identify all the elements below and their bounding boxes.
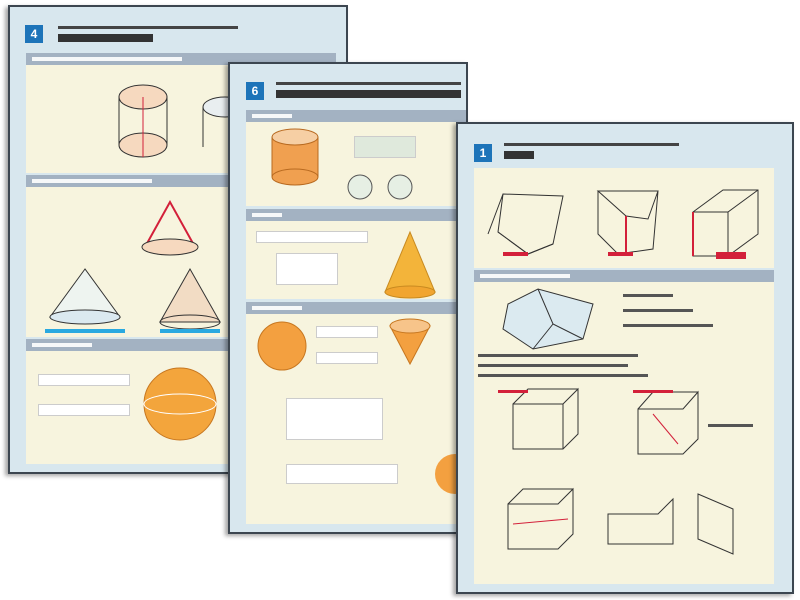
poster-bodies-of-revolution: 6 — [228, 62, 468, 534]
poster-title — [276, 90, 461, 98]
section-sphere — [246, 302, 466, 524]
poster-title — [58, 34, 153, 42]
poster-number-badge: 4 — [25, 25, 43, 43]
poster-subtitle — [504, 143, 679, 146]
geometry-figures — [478, 189, 759, 555]
poster-title — [504, 151, 534, 159]
poster-number-badge: 6 — [246, 82, 264, 100]
poster-subtitle — [276, 82, 461, 85]
poster-subtitle — [58, 26, 238, 29]
geometry-figures — [257, 128, 466, 494]
poster-number-badge: 1 — [474, 144, 492, 162]
poster-prisms: 1 — [456, 122, 794, 594]
